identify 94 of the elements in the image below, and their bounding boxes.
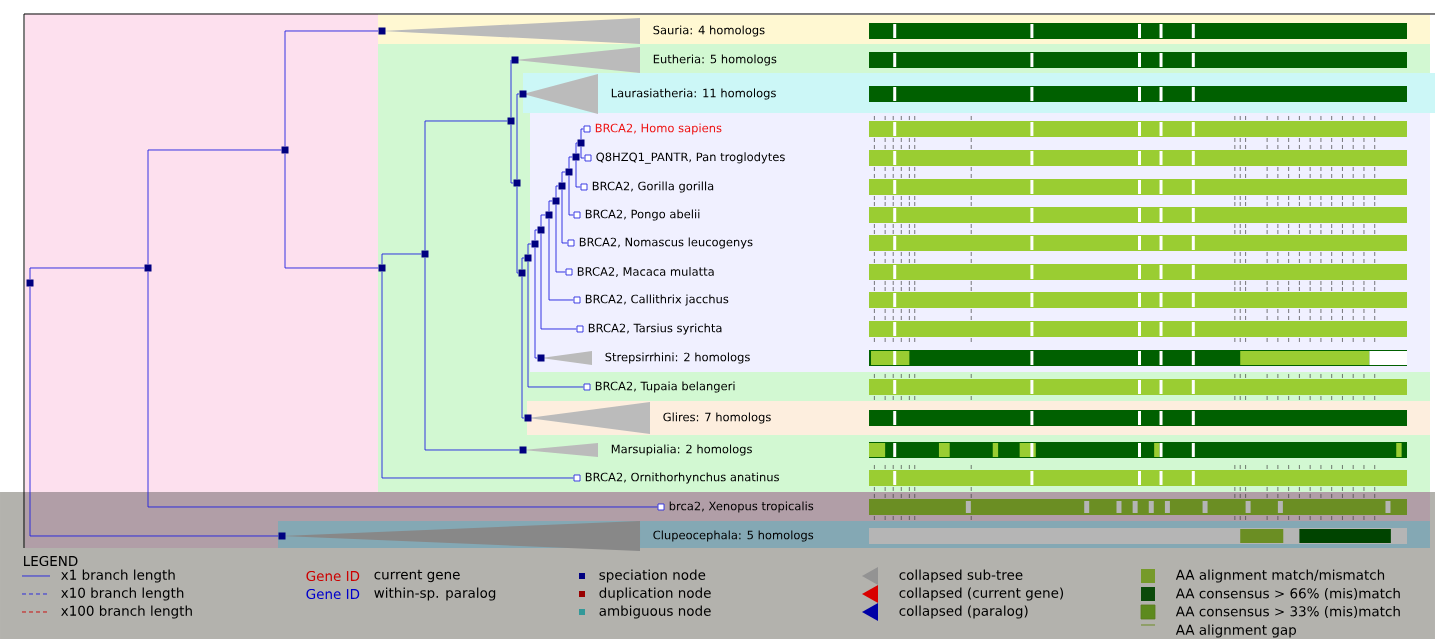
branch-line (521, 276, 525, 419)
leaf-label: BRCA2, Homo sapiens (583, 123, 722, 135)
speciation-node (537, 226, 545, 234)
branch-line (147, 271, 658, 508)
speciation-node (507, 117, 515, 125)
branch-line (575, 160, 581, 188)
branch-line (29, 286, 279, 537)
collapsed-subtree: Sauria: 4 homologs (378, 18, 765, 44)
legend-text: collapsed (current gene) (899, 587, 1064, 601)
leaf-label: BRCA2, Pongo abelii (573, 209, 700, 221)
speciation-node (545, 211, 553, 219)
speciation-node (144, 264, 152, 272)
speciation-node (524, 254, 532, 262)
collapsed-subtree: Laurasiatheria: 11 homologs (519, 74, 776, 114)
branch-line (381, 253, 422, 265)
speciation-node (26, 279, 34, 287)
branch-line (381, 271, 574, 479)
leaf-label: BRCA2, Macaca mulatta (565, 266, 714, 278)
speciation-node (558, 182, 566, 190)
speciation-node (577, 139, 585, 147)
node-label: Glires: 7 homologs (663, 412, 771, 424)
speciation-node (281, 146, 289, 154)
branch-line (510, 124, 514, 184)
leaf-label: Q8HZQ1_PANTR, Pan troglodytes (584, 152, 785, 164)
node-label: Marsupialia: 2 homologs (611, 444, 752, 456)
branch-line (561, 171, 566, 183)
branch-line (575, 142, 578, 154)
legend-text: x1 branch length (61, 569, 175, 583)
branch-line (284, 30, 379, 147)
legend-text: AA alignment gap (1175, 624, 1296, 638)
legend-text: speciation node (599, 569, 706, 583)
branch-line (29, 267, 145, 280)
branch-line (424, 257, 520, 451)
branch-line (568, 156, 573, 169)
speciation-node (565, 168, 573, 176)
collapsed-subtree: Strepsirrhini: 2 homologs (537, 351, 750, 365)
legend-text: duplication node (599, 587, 711, 601)
branch-line (516, 93, 520, 180)
node-label: Laurasiatheria: 11 homologs (611, 88, 776, 100)
legend-text: AA alignment match/mismatch (1175, 569, 1385, 583)
legend-text: current gene (374, 569, 460, 583)
node-label: Strepsirrhini: 2 homologs (605, 352, 750, 364)
branch-line (284, 153, 379, 269)
leaf-label: BRCA2, Ornithorhynchus anatinus (573, 472, 779, 484)
branch-line (510, 59, 512, 118)
branch-line (548, 218, 574, 301)
branch-line (580, 128, 584, 140)
speciation-node (421, 250, 429, 258)
node-label: Sauria: 4 homologs (653, 25, 765, 37)
leaf-label: brca2, Xenopus tropicalis (657, 501, 814, 513)
legend-text: collapsed sub-tree (899, 569, 1023, 583)
branch-line (534, 247, 538, 359)
collapsed-subtree: Clupeocephala: 5 homologs (278, 521, 814, 551)
speciation-node (531, 240, 539, 248)
branch-line (424, 120, 508, 251)
branch-line (561, 189, 568, 244)
branch-line (147, 149, 282, 265)
legend-text: within-sp. paralog (374, 587, 496, 601)
leaf-label: BRCA2, Tarsius syrichta (576, 323, 722, 335)
branch-line (580, 146, 585, 159)
gene-id-sample: Gene ID (306, 588, 360, 600)
branch-line (548, 200, 553, 212)
legend-heading: LEGEND (24, 555, 78, 567)
leaf-label: BRCA2, Gorilla gorilla (580, 181, 714, 193)
branch-line (540, 214, 546, 227)
gene-id-sample: Gene ID (306, 570, 360, 582)
legend-text: AA consensus > 66% (mis)match (1175, 587, 1400, 600)
speciation-node (572, 153, 580, 161)
branch-line (527, 261, 584, 388)
branch-line (555, 185, 559, 198)
branch-line (521, 257, 525, 270)
branch-line (555, 204, 566, 273)
leaf-label: BRCA2, Tupaia belangeri (583, 381, 735, 393)
branch-line (540, 233, 577, 330)
legend-text: x100 branch length (61, 605, 192, 619)
collapsed-subtree: Glires: 7 homologs (524, 402, 771, 434)
speciation-node (518, 269, 526, 277)
legend-text: AA consensus > 33% (mis)match (1175, 605, 1400, 618)
legend-text: x10 branch length (61, 587, 184, 601)
collapsed-subtree: Eutheria: 5 homologs (511, 47, 777, 73)
legend-text: collapsed (paralog) (899, 605, 1028, 619)
leaf-label: BRCA2, Nomascus leucogenys (567, 237, 753, 249)
leaf-label: BRCA2, Callithrix jacchus (573, 294, 729, 306)
speciation-node (378, 264, 386, 272)
branch-line (534, 229, 538, 241)
speciation-node (552, 197, 560, 205)
node-label: Eutheria: 5 homologs (653, 54, 777, 66)
speciation-node (513, 179, 521, 187)
collapsed-subtree: Marsupialia: 2 homologs (519, 443, 752, 457)
node-label: Clupeocephala: 5 homologs (653, 530, 814, 542)
legend-text: ambiguous node (599, 605, 711, 619)
branch-line (568, 175, 574, 216)
branch-line (516, 186, 519, 274)
branch-line (527, 243, 532, 255)
